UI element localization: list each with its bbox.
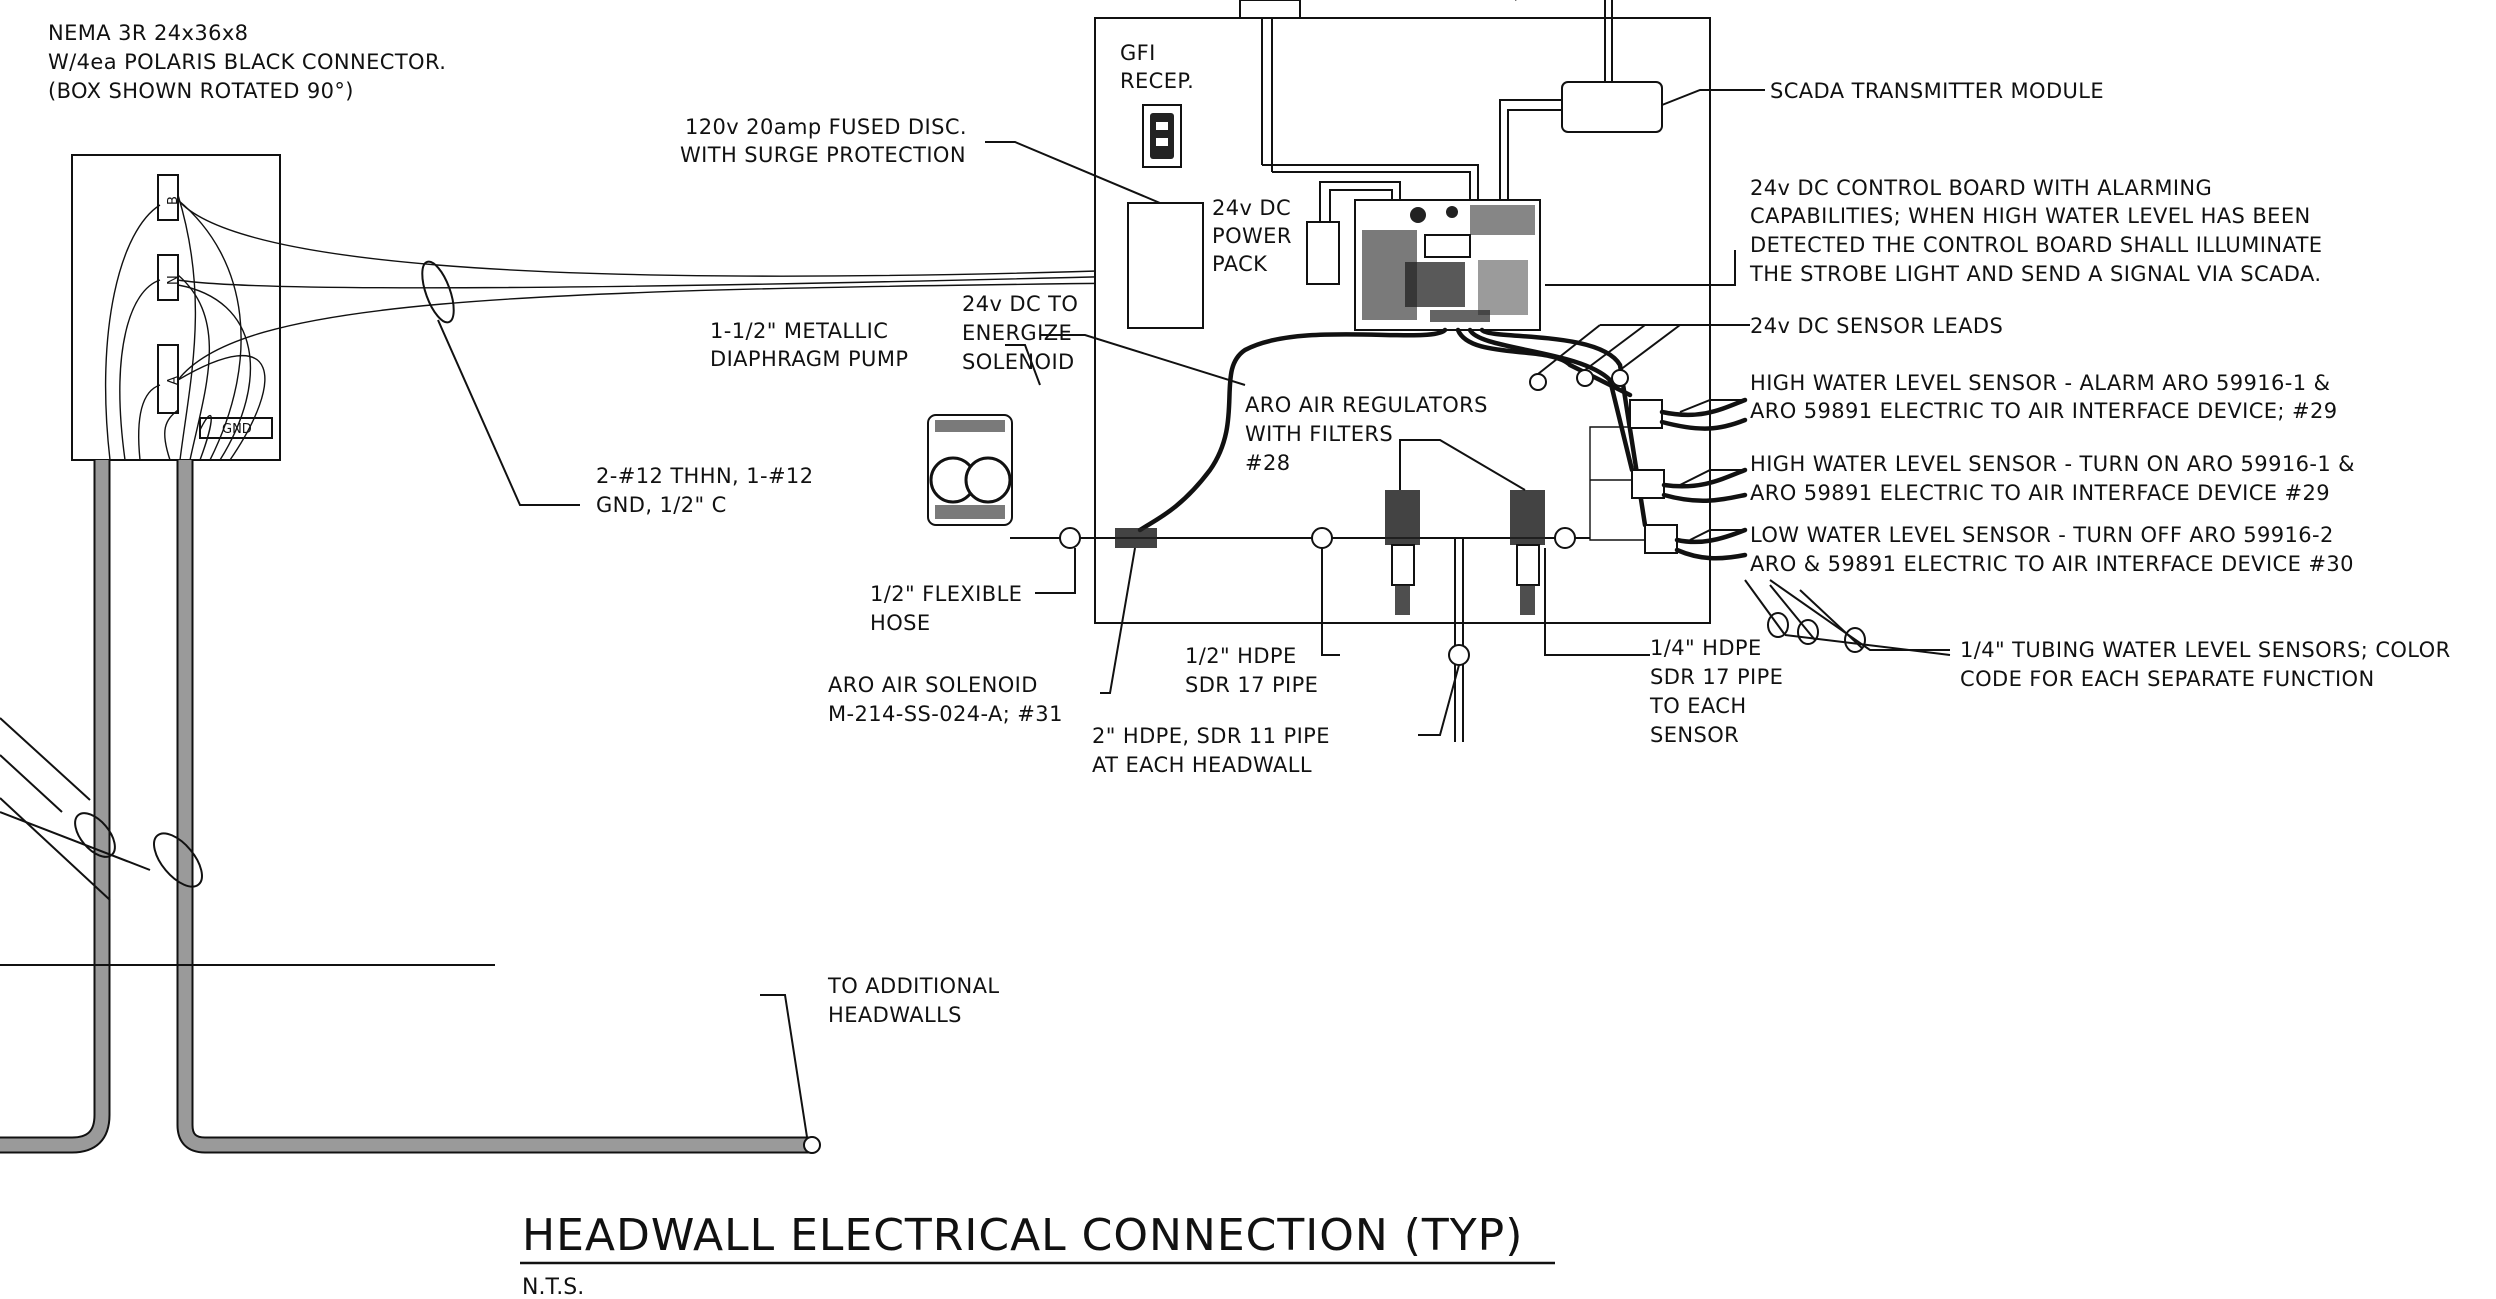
- gfi-label-1: GFI: [1120, 41, 1156, 65]
- enclosure-note-line1: NEMA 3R 24x36x8: [48, 21, 248, 45]
- left-linework: [0, 717, 495, 966]
- enclosure-note-line2: W/4ea POLARIS BLACK CONNECTOR.: [48, 50, 446, 74]
- leader-lines: [760, 89, 1951, 1138]
- wires-label-2: GND, 1/2" C: [596, 493, 727, 517]
- regulators-label-1: ARO AIR REGULATORS: [1245, 393, 1488, 417]
- diaphragm-pump: [927, 414, 1013, 526]
- pump-label-2: DIAPHRAGM PUMP: [710, 347, 908, 371]
- hdpe-two-label-1: 2" HDPE, SDR 11 PIPE: [1092, 724, 1330, 748]
- hdpe-quarter-label-2: SDR 17 PIPE: [1650, 665, 1783, 689]
- connector-b-label: B: [166, 196, 181, 205]
- power-pack: [1306, 221, 1340, 285]
- tubing-label-1: 1/4" TUBING WATER LEVEL SENSORS; COLOR: [1960, 638, 2451, 662]
- flex-hose-label-2: HOSE: [870, 611, 931, 635]
- sensor-leads-label: 24v DC SENSOR LEADS: [1750, 314, 2003, 338]
- pump-label-1: 1-1/2" METALLIC: [710, 319, 888, 343]
- high-on-label-1: HIGH WATER LEVEL SENSOR - TURN ON ARO 59…: [1750, 452, 2355, 476]
- gfi-label-2: RECEP.: [1120, 69, 1194, 93]
- control-board-label-4: THE STROBE LIGHT AND SEND A SIGNAL VIA S…: [1749, 262, 2321, 286]
- tubing-label-2: CODE FOR EACH SEPARATE FUNCTION: [1960, 667, 2375, 691]
- power-pack-label-1: 24v DC: [1212, 196, 1291, 220]
- conduits: [0, 460, 821, 1154]
- fused-disconnect: [1127, 202, 1204, 329]
- sensor-high-alarm: [1629, 399, 1663, 429]
- regulators-label-3: #28: [1245, 451, 1291, 475]
- solenoid-power-label-3: SOLENOID: [962, 350, 1075, 374]
- hdpe-quarter-label-1: 1/4" HDPE: [1650, 636, 1762, 660]
- power-pack-label-2: POWER: [1212, 224, 1292, 248]
- additional-label-1: TO ADDITIONAL: [827, 974, 999, 998]
- wire-bundle: [177, 199, 1131, 506]
- flex-hose-label-1: 1/2" FLEXIBLE: [870, 582, 1022, 606]
- air-solenoid: [1115, 528, 1157, 548]
- connector-gnd: [199, 417, 273, 439]
- drawing-title: HEADWALL ELECTRICAL CONNECTION (TYP): [522, 1210, 1523, 1261]
- solenoid-power-label-1: 24v DC TO: [962, 292, 1078, 316]
- fused-disc-label-2: WITH SURGE PROTECTION: [680, 143, 966, 167]
- control-board-label-2: CAPABILITIES; WHEN HIGH WATER LEVEL HAS …: [1750, 204, 2311, 228]
- high-on-label-2: ARO 59891 ELECTRIC TO AIR INTERFACE DEVI…: [1750, 481, 2330, 505]
- hdpe-half-label-1: 1/2" HDPE: [1185, 644, 1297, 668]
- air-regulators: [1385, 490, 1545, 615]
- enclosure-note: NEMA 3R 24x36x8 W/4ea POLARIS BLACK CONN…: [48, 21, 446, 103]
- air-solenoid-label-2: M-214-SS-024-A; #31: [828, 702, 1063, 726]
- gfi-receptacle: [1142, 104, 1182, 168]
- low-off-label-1: LOW WATER LEVEL SENSOR - TURN OFF ARO 59…: [1750, 523, 2334, 547]
- hdpe-quarter-label-3: TO EACH: [1649, 694, 1747, 718]
- drawing-subtitle: N.T.S.: [522, 1275, 584, 1299]
- solenoid-power-label-2: ENERGIZE: [962, 321, 1072, 345]
- additional-label-2: HEADWALLS: [828, 1003, 962, 1027]
- wires-label-1: 2-#12 THHN, 1-#12: [596, 464, 813, 488]
- connector-n-label: N: [166, 275, 181, 285]
- scada-label: SCADA TRANSMITTER MODULE: [1770, 79, 2104, 103]
- hdpe-quarter-label-4: SENSOR: [1650, 723, 1739, 747]
- control-board-label-1: 24v DC CONTROL BOARD WITH ALARMING: [1750, 176, 2212, 200]
- hdpe-two-label-2: AT EACH HEADWALL: [1092, 753, 1312, 777]
- control-board: [1354, 199, 1541, 331]
- low-off-label-2: ARO & 59891 ELECTRIC TO AIR INTERFACE DE…: [1750, 552, 2354, 576]
- sensor-high-on: [1631, 469, 1665, 499]
- connector-n: [157, 254, 179, 301]
- fused-disc-label-1: 120v 20amp FUSED DISC.: [685, 115, 967, 139]
- enclosure-note-line3: (BOX SHOWN ROTATED 90°): [48, 79, 354, 103]
- hdpe-half-label-2: SDR 17 PIPE: [1185, 673, 1318, 697]
- high-alarm-label-2: ARO 59891 ELECTRIC TO AIR INTERFACE DEVI…: [1750, 399, 2338, 423]
- scada-module: [1561, 81, 1663, 133]
- power-pack-label-3: PACK: [1212, 252, 1268, 276]
- regulators-label-2: WITH FILTERS: [1245, 422, 1393, 446]
- water-level-sensors: [1589, 397, 1748, 561]
- connector-gnd-label: GND: [222, 422, 252, 437]
- control-board-label-3: DETECTED THE CONTROL BOARD SHALL ILLUMIN…: [1750, 233, 2322, 257]
- air-piping: [1010, 527, 1590, 742]
- connector-b: [157, 174, 179, 221]
- air-solenoid-label-1: ARO AIR SOLENOID: [828, 673, 1038, 697]
- sensor-low-off: [1644, 524, 1678, 554]
- connector-a-label: A: [166, 376, 181, 385]
- high-alarm-label-1: HIGH WATER LEVEL SENSOR - ALARM ARO 5991…: [1750, 371, 2330, 395]
